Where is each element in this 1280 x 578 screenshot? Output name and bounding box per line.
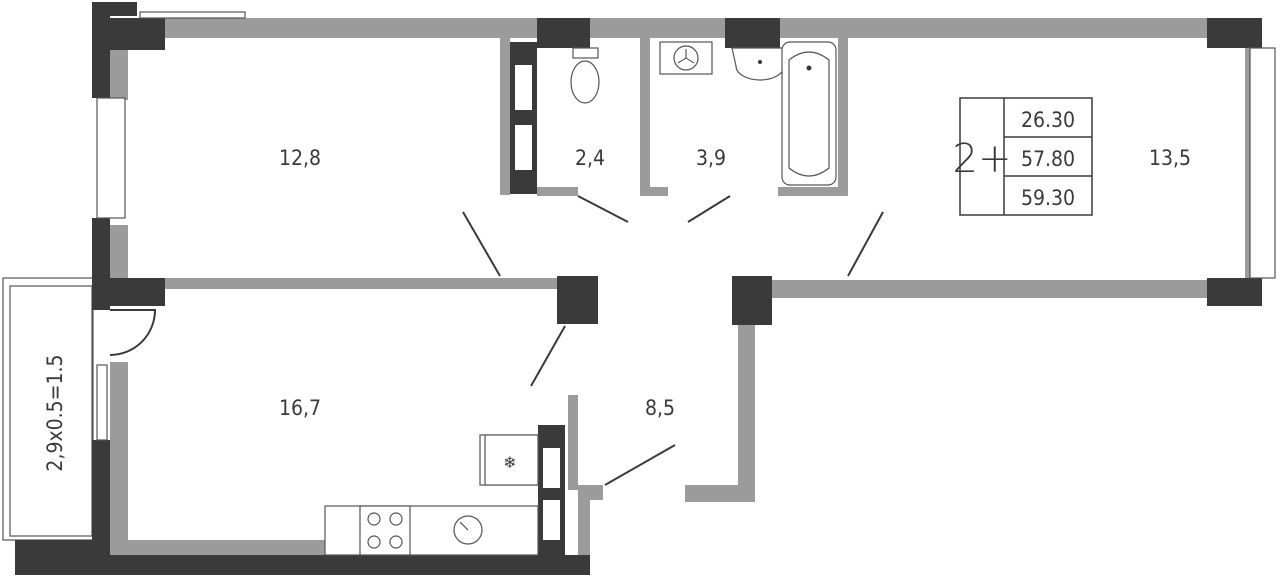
bedroom-door — [462, 211, 501, 277]
entrance-door — [604, 444, 676, 486]
windows — [96, 11, 1276, 441]
living-area: 26.30 — [1021, 108, 1075, 132]
room-area-toilet: 2,4 — [575, 146, 605, 170]
room-area-living-room: 13,5 — [1149, 146, 1191, 170]
room-area-hallway: 8,5 — [645, 396, 675, 420]
toilet-icon — [570, 60, 600, 104]
toilet-tank — [572, 47, 599, 59]
svg-text:❄: ❄ — [503, 453, 516, 472]
stove-icon — [359, 505, 411, 556]
room-area-bedroom: 12,8 — [279, 146, 321, 170]
balcony: 2,9x0.5=1.5 — [2, 277, 94, 541]
window-bedroom — [96, 97, 126, 219]
total-area-with-balcony: 59.30 — [1021, 186, 1075, 210]
balcony-inner-outline — [9, 285, 93, 537]
balcony-door-glass — [96, 364, 108, 441]
kitchen-counter — [324, 505, 539, 556]
fixtures: ❄ — [324, 41, 837, 556]
window-living-room — [1249, 47, 1276, 279]
load-bearing-walls — [15, 2, 1262, 575]
window-top — [139, 11, 246, 19]
balcony-area-label: 2,9x0.5=1.5 — [43, 354, 67, 471]
area-summary-table: 2+ 26.30 57.80 59.30 — [953, 97, 1093, 216]
living-room-door — [847, 211, 884, 277]
room-area-kitchen: 16,7 — [279, 396, 321, 420]
total-area: 57.80 — [1021, 147, 1075, 171]
balcony-door-swing — [109, 309, 157, 356]
toilet-cabinet — [510, 42, 537, 194]
doors — [109, 195, 884, 486]
toilet-door — [577, 195, 629, 223]
kitchen-door — [530, 325, 566, 387]
room-count: 2+ — [953, 136, 1012, 182]
bathroom-door — [687, 195, 731, 223]
room-area-bathroom: 3,9 — [696, 146, 726, 170]
